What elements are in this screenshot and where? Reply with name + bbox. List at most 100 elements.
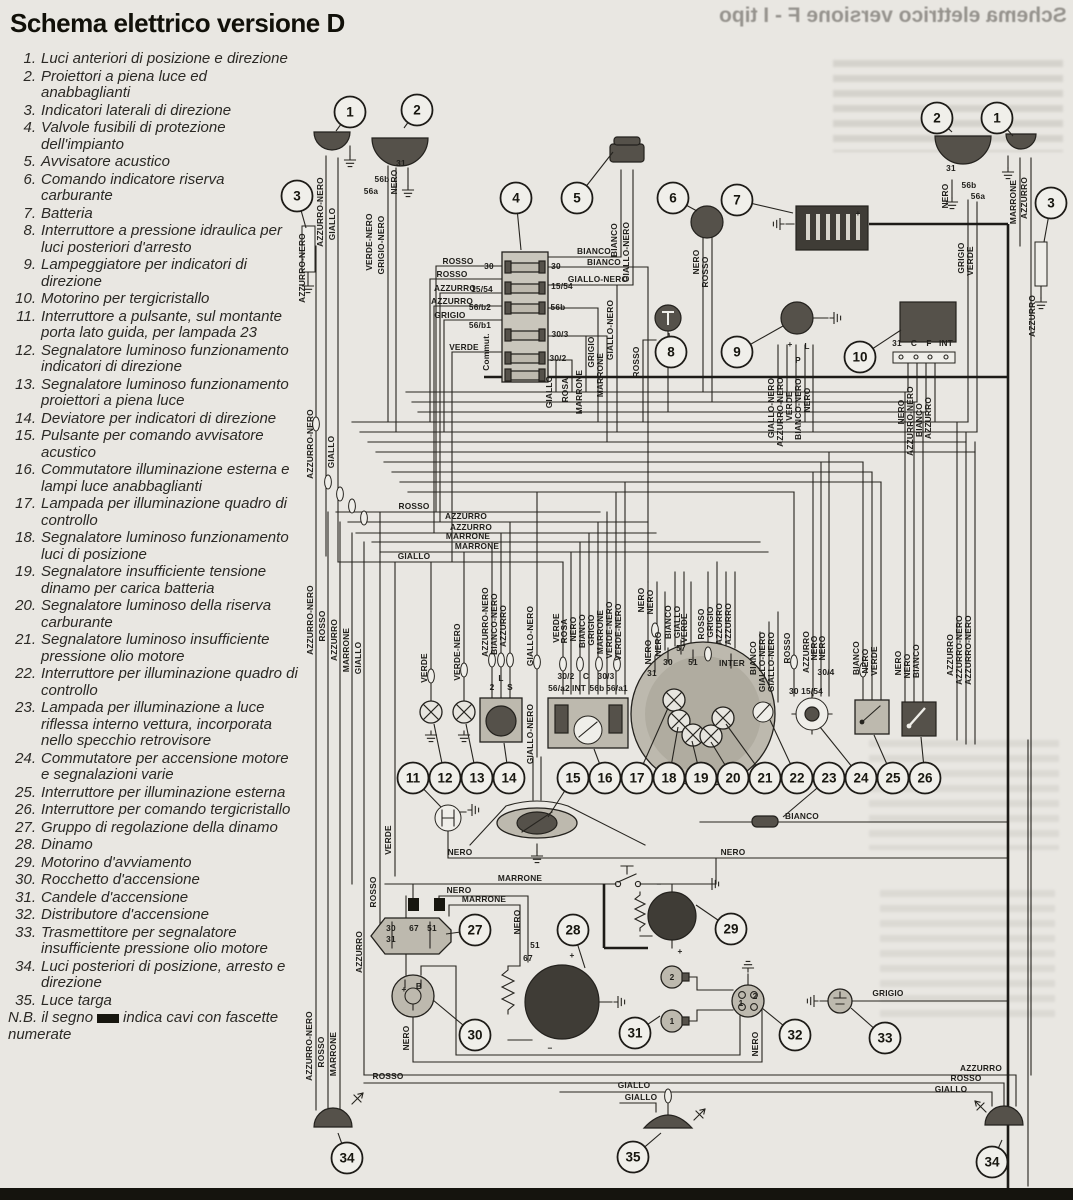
wire-label: NERO bbox=[902, 653, 912, 678]
wire-label: NERO bbox=[860, 648, 870, 673]
wire-label: 30/2 bbox=[550, 353, 567, 363]
legend-item: 26.Interruttore per comando tergicristal… bbox=[8, 801, 300, 819]
wire-label: 56/b2 bbox=[469, 302, 491, 312]
legend-item-number: 34. bbox=[15, 957, 36, 975]
callout-number: 11 bbox=[406, 771, 421, 786]
high-beam-warning-lamp bbox=[452, 700, 476, 724]
wire-label: GRIGIO-NERO bbox=[376, 215, 386, 274]
wire-label: VERDE-NERO bbox=[604, 601, 614, 659]
wire-label: GIALLO-NERO bbox=[568, 274, 629, 284]
callout-number: 19 bbox=[693, 771, 708, 786]
wire-label: NERO bbox=[893, 650, 903, 675]
wire-label: GIALLO bbox=[326, 435, 336, 468]
legend-item-number: 30. bbox=[15, 871, 36, 888]
side-indicator-left bbox=[301, 225, 316, 273]
wire-label: MARRONE bbox=[574, 370, 584, 415]
callout-circle bbox=[656, 181, 690, 215]
legend-item-text: Trasmettitore per segnalatore insufficie… bbox=[41, 923, 268, 957]
wire-label: 31 bbox=[386, 934, 396, 944]
legend-item-number: 29. bbox=[15, 853, 36, 871]
legend-item-text: Pulsante per comando avvisatore acustico bbox=[41, 427, 264, 461]
callout-circle bbox=[616, 1140, 650, 1174]
legend-item-number: 10. bbox=[15, 290, 36, 307]
license-plate-lamp bbox=[642, 1114, 694, 1129]
legend-item-number: 22. bbox=[15, 665, 36, 682]
wire-label: AZZURRO-NERO bbox=[305, 409, 315, 479]
wire-label: F bbox=[926, 338, 931, 348]
wire-label: GRIGIO bbox=[586, 336, 596, 368]
wire-label: ROSSO bbox=[368, 876, 378, 907]
callout-circle bbox=[458, 1018, 492, 1052]
note-prefix: N.B. il segno bbox=[8, 1009, 94, 1026]
wire-label: − bbox=[656, 879, 661, 889]
headlamp-left bbox=[371, 137, 429, 167]
callout-number: 7 bbox=[733, 193, 741, 208]
legend-item-text: Segnalatore luminoso funzionamento luci … bbox=[41, 529, 289, 563]
legend-item-text: Lampeggiatore per indicatori di direzion… bbox=[41, 256, 247, 290]
distributor bbox=[731, 984, 765, 1018]
wire-label: 1 bbox=[670, 1016, 675, 1026]
legend-item: 20.Segnalatore luminoso della riserva ca… bbox=[8, 597, 300, 631]
callout-circle bbox=[780, 761, 814, 795]
legend-item-number: 23. bbox=[15, 699, 36, 716]
wire-label: MARRONE bbox=[595, 610, 605, 655]
legend-item: 11.Interruttore a pulsante, sul montante… bbox=[8, 308, 300, 342]
wire-label: VERDE bbox=[784, 391, 794, 421]
wire-label: 30 15/54 bbox=[789, 686, 823, 696]
legend-item: 19.Segnalatore insufficiente tensione di… bbox=[8, 563, 300, 597]
callout-number: 13 bbox=[469, 771, 485, 786]
wire-label: ROSSO bbox=[951, 1073, 982, 1083]
wire-label: 51 bbox=[427, 923, 437, 933]
wire-label: 2 bbox=[753, 991, 758, 1001]
wiper-motor bbox=[892, 301, 957, 364]
wire-label: BIANCO bbox=[663, 605, 673, 639]
wire-label: BIANCO bbox=[587, 257, 621, 267]
wire-label: NERO bbox=[568, 616, 578, 641]
legend-item-number: 7. bbox=[23, 204, 36, 222]
legend-item-text: Rocchetto d'accensione bbox=[41, 871, 200, 888]
callout-circle bbox=[714, 912, 748, 946]
callout-circle bbox=[748, 761, 782, 795]
wire-label: GIALLO-NERO bbox=[766, 632, 776, 693]
legend-item-number: 25. bbox=[15, 783, 36, 801]
callout-circle bbox=[908, 761, 942, 795]
legend-item-number: 9. bbox=[23, 256, 36, 273]
wire-label: 56b bbox=[590, 683, 605, 693]
legend-item: 33.Trasmettitore per segnalatore insuffi… bbox=[8, 923, 300, 958]
legend-item-text: Interruttore per illuminazione quadro di… bbox=[41, 665, 298, 699]
starter-switch bbox=[614, 880, 642, 888]
print-bleed-smudge bbox=[869, 740, 1059, 850]
wire-label: 2 bbox=[670, 972, 675, 982]
wire-label: NERO bbox=[636, 587, 646, 612]
callout-number: 8 bbox=[667, 345, 675, 360]
wire-label: MARRONE bbox=[341, 628, 351, 673]
wire-label: VERDE bbox=[449, 342, 479, 352]
wire-label: NERO bbox=[750, 1031, 760, 1056]
wire-label: 30/3 bbox=[598, 671, 615, 681]
tail-lamp-right bbox=[984, 1105, 1024, 1126]
callout-number: 29 bbox=[723, 922, 738, 937]
wire-label: MARRONE bbox=[446, 531, 491, 541]
wire-label: AZZURRO bbox=[960, 1063, 1002, 1073]
wire-label: BIANCO-NERO bbox=[793, 378, 803, 440]
oil-pressure-transmitter bbox=[827, 988, 853, 1014]
black-cable-mark bbox=[97, 1013, 120, 1023]
legend-item-text: Proiettori a piena luce ed anabbaglianti bbox=[41, 67, 207, 101]
wire-label: INT bbox=[939, 338, 953, 348]
wire-label: MARRONE bbox=[1008, 180, 1018, 225]
legend-item-number: 3. bbox=[23, 101, 36, 119]
bottom-scan-bar bbox=[0, 1188, 1073, 1200]
wire-label: + bbox=[787, 339, 792, 349]
legend-item: 4.Valvole fusibili di protezione dell'im… bbox=[8, 119, 300, 153]
callout-number: 2 bbox=[413, 103, 421, 118]
tail-lamp-left bbox=[313, 1107, 353, 1128]
callout-circle bbox=[280, 179, 314, 213]
wire-label: NERO bbox=[817, 635, 827, 660]
legend-item: 25.Interruttore per illuminazione estern… bbox=[8, 783, 300, 802]
dynamo bbox=[524, 964, 600, 1040]
wire-label: + bbox=[855, 208, 860, 218]
wire-label: 31 bbox=[946, 163, 956, 173]
callout-circle bbox=[556, 913, 590, 947]
callout-number: 25 bbox=[885, 771, 901, 786]
callout-number: 10 bbox=[852, 350, 867, 365]
